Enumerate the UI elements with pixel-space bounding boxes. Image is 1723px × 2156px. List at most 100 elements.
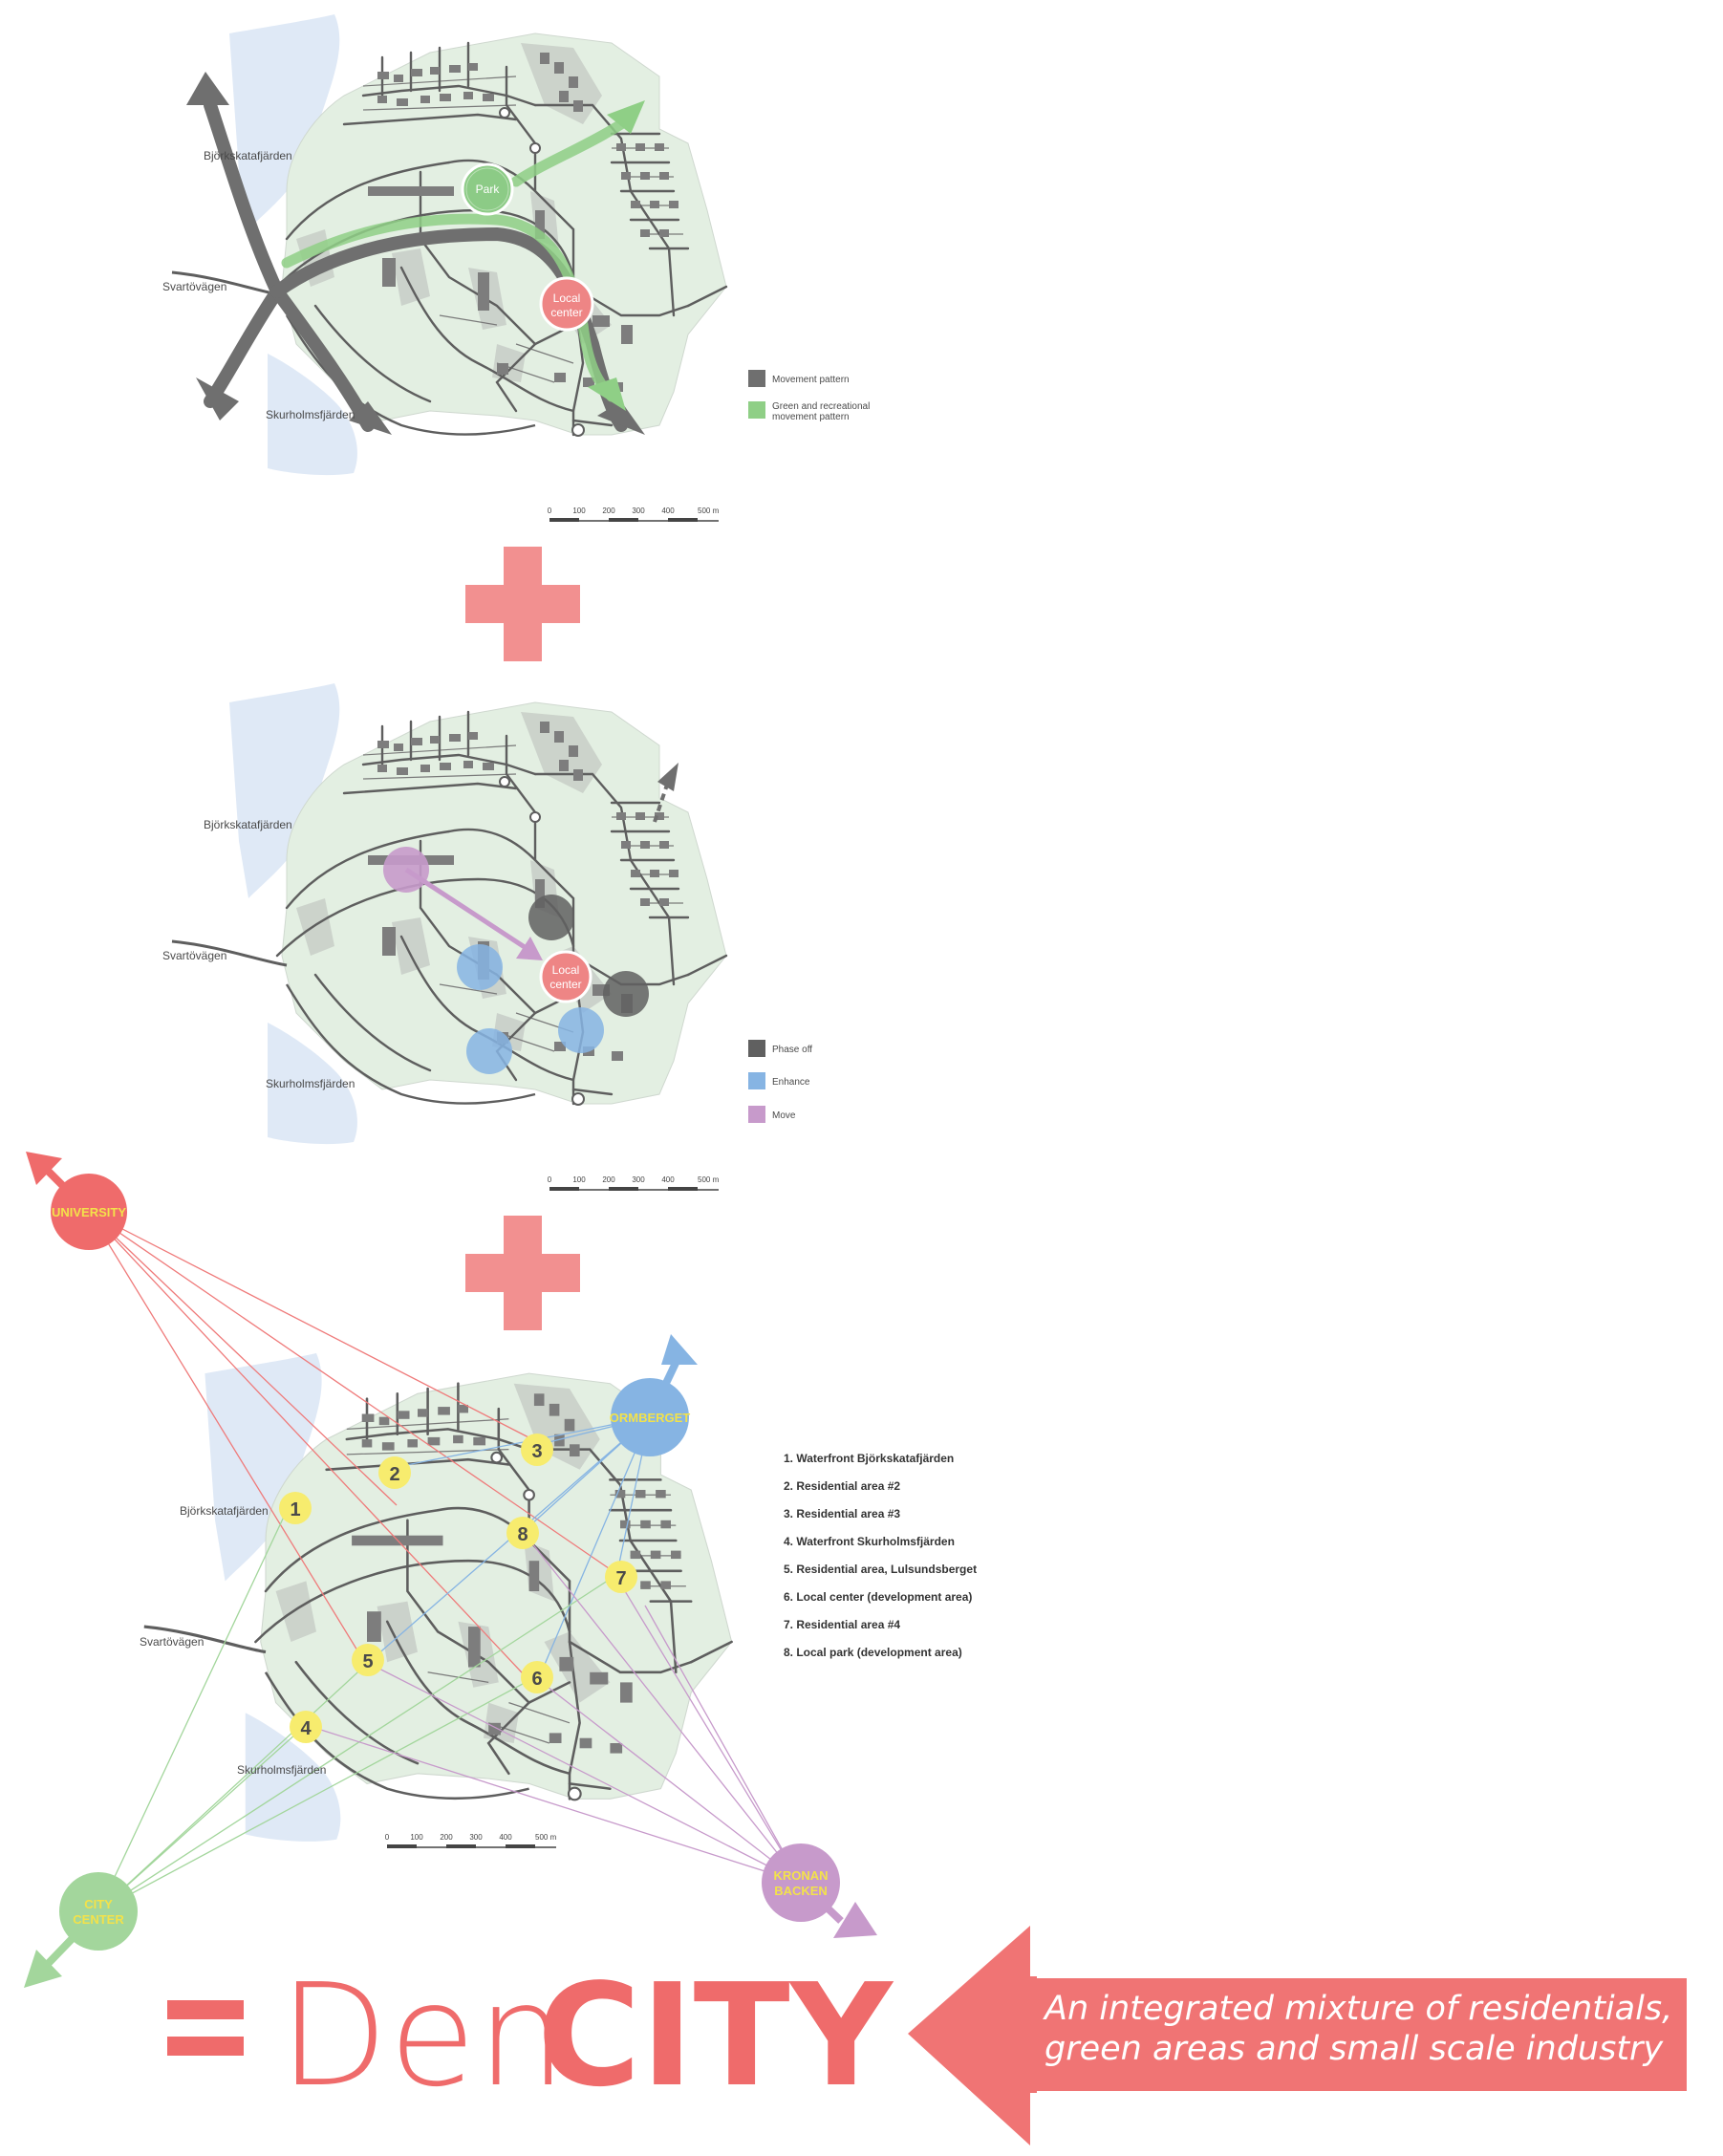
move-arrowhead — [516, 937, 543, 960]
enhance-zone-1 — [457, 944, 503, 990]
svg-text:4: 4 — [300, 1718, 312, 1739]
kronan-links — [305, 1528, 802, 1884]
place-south-water-2: Skurholmsfjärden — [266, 1077, 355, 1090]
list-item: 1. Waterfront Björkskatafjärden — [784, 1452, 954, 1465]
area-markers: 1 2 3 4 5 6 7 8 — [279, 1434, 637, 1743]
node-university: UNIVERSITY — [26, 1152, 127, 1250]
marker-1 — [279, 1492, 312, 1524]
svg-text:3: 3 — [531, 1441, 542, 1462]
svg-text:400: 400 — [661, 1175, 675, 1184]
city-word: CITY — [537, 1953, 893, 2118]
svg-text:7: 7 — [615, 1568, 626, 1589]
park-node — [461, 162, 514, 216]
map-connections: 1 2 3 4 5 6 7 8 UNIVERSITY OR — [24, 1152, 977, 1988]
svg-text:200: 200 — [440, 1833, 453, 1842]
scale-bar-3: 0 100 200 300 400 500 m — [385, 1833, 557, 1848]
move-zone — [383, 847, 429, 893]
marker-6 — [521, 1661, 553, 1693]
svg-text:200: 200 — [602, 507, 615, 515]
legend-label-enhance: Enhance — [772, 1077, 810, 1088]
local-center-node — [539, 276, 594, 332]
node-city-center: CITY CENTER — [24, 1872, 138, 1988]
park-label: Park — [476, 183, 501, 196]
den-word: Den — [279, 1953, 568, 2118]
legend-swatch-movement — [748, 370, 765, 387]
place-south-water-3: Skurholmsfjärden — [237, 1763, 326, 1777]
scale-bar-2: 0 100 200 300 400 500 m — [548, 1175, 720, 1191]
marker-3 — [521, 1434, 553, 1466]
svg-text:center: center — [549, 978, 581, 991]
ormberget-label: ORMBERGET — [610, 1411, 691, 1425]
basemap-2 — [172, 683, 726, 1144]
plus-sign-2 — [465, 1216, 580, 1330]
marker-7 — [605, 1561, 637, 1593]
phase-off-zone-2 — [603, 971, 649, 1017]
svg-text:300: 300 — [469, 1833, 483, 1842]
svg-text:100: 100 — [572, 1175, 586, 1184]
local-center-node-2 — [539, 950, 592, 1003]
svg-text:0: 0 — [548, 507, 552, 515]
list-item: 4. Waterfront Skurholmsfjärden — [784, 1535, 955, 1548]
enhance-zone-2 — [466, 1028, 512, 1074]
plus-sign-1 — [465, 547, 580, 661]
list-item: 8. Local park (development area) — [784, 1646, 962, 1659]
list-item: 2. Residential area #2 — [784, 1479, 900, 1493]
svg-text:500 m: 500 m — [698, 507, 720, 515]
legend-label-green-2: movement pattern — [772, 412, 850, 422]
dashed-arrowhead — [657, 763, 678, 791]
scale-bar-1: 0 100 200 300 400 500 m — [548, 507, 720, 522]
legend-label-phase-off: Phase off — [772, 1045, 812, 1055]
marker-4 — [290, 1711, 322, 1743]
svg-text:6: 6 — [531, 1669, 542, 1690]
svg-text:1: 1 — [290, 1499, 300, 1520]
list-item: 5. Residential area, Lulsundsberget — [784, 1563, 977, 1576]
phase-off-zone-1 — [528, 895, 574, 940]
svg-text:100: 100 — [572, 507, 586, 515]
legend-swatch-green — [748, 401, 765, 419]
svg-text:5: 5 — [362, 1651, 373, 1672]
tagline-line-2: green areas and small scale industry — [1045, 2030, 1664, 2068]
place-north-water: Björkskatafjärden — [204, 149, 292, 162]
legend-label-move: Move — [772, 1110, 796, 1121]
legend-label-green: Green and recreational — [772, 401, 870, 412]
local-center-label-1: Local — [553, 291, 581, 305]
marker-5 — [352, 1644, 384, 1676]
place-south-water: Skurholmsfjärden — [266, 408, 355, 421]
list-item: 6. Local center (development area) — [784, 1590, 972, 1604]
enhance-zone-3 — [558, 1007, 604, 1053]
legend-swatch-phase-off — [748, 1040, 765, 1057]
svg-text:0: 0 — [548, 1175, 552, 1184]
svg-text:300: 300 — [632, 1175, 645, 1184]
svg-text:100: 100 — [410, 1833, 423, 1842]
university-label: UNIVERSITY — [52, 1205, 126, 1219]
svg-text:CENTER: CENTER — [73, 1912, 124, 1927]
local-center-label-2: center — [550, 306, 582, 319]
university-links — [88, 1211, 622, 1688]
svg-text:2: 2 — [389, 1464, 399, 1485]
svg-text:400: 400 — [661, 507, 675, 515]
svg-text:CITY: CITY — [84, 1897, 113, 1911]
marker-2 — [378, 1456, 411, 1489]
svg-text:0: 0 — [385, 1833, 390, 1842]
green-arrowheads — [588, 100, 645, 411]
legend-swatch-move — [748, 1106, 765, 1123]
svg-text:500 m: 500 m — [535, 1833, 557, 1842]
movement-arrowheads — [186, 72, 645, 435]
svg-text:200: 200 — [602, 1175, 615, 1184]
svg-text:Local: Local — [552, 963, 580, 977]
svg-text:BACKEN: BACKEN — [774, 1884, 828, 1898]
list-item: 7. Residential area #4 — [784, 1618, 900, 1631]
move-arrow — [404, 867, 532, 954]
place-road-3: Svartövägen — [140, 1635, 204, 1649]
tagline-line-1: An integrated mixture of residentials, — [1045, 1990, 1673, 2028]
tagline-banner: An integrated mixture of residentials, g… — [1037, 1978, 1687, 2091]
legend-swatch-enhance — [748, 1072, 765, 1089]
list-item: 3. Residential area #3 — [784, 1507, 900, 1520]
place-north-water-3: Björkskatafjärden — [180, 1504, 269, 1518]
svg-text:400: 400 — [499, 1833, 512, 1842]
equals-sign — [167, 2000, 244, 2073]
place-road-2: Svartövägen — [162, 949, 226, 962]
svg-text:KRONAN: KRONAN — [773, 1868, 828, 1883]
city-center-links — [97, 1499, 617, 1912]
